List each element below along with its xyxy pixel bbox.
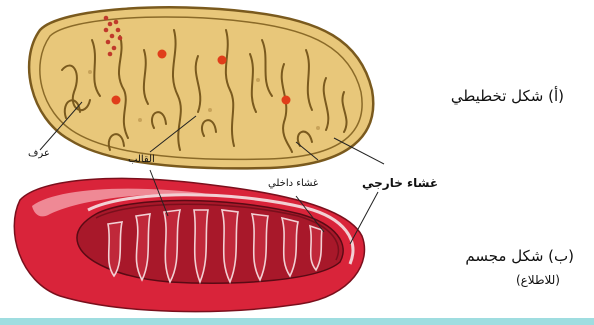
caption-b-line2: (للاطلاع) (470, 270, 560, 290)
cristae-label: عرف (28, 148, 50, 159)
inner-membrane-label: غشاء داخلي (268, 178, 318, 189)
caption-a: (أ) شكل تخطيطي (444, 86, 564, 106)
bottom-band (0, 318, 594, 325)
outer-membrane-label: غشاء خارجي (362, 176, 438, 190)
schematic-mitochondrion (29, 7, 373, 168)
schematic-outer-membrane (29, 7, 373, 168)
matrix-label: القالب (128, 154, 155, 165)
caption-b-line1: (ب) شكل مجسم (448, 246, 574, 266)
model-mitochondrion (14, 178, 364, 311)
outer-membrane-model-leader (350, 192, 378, 244)
